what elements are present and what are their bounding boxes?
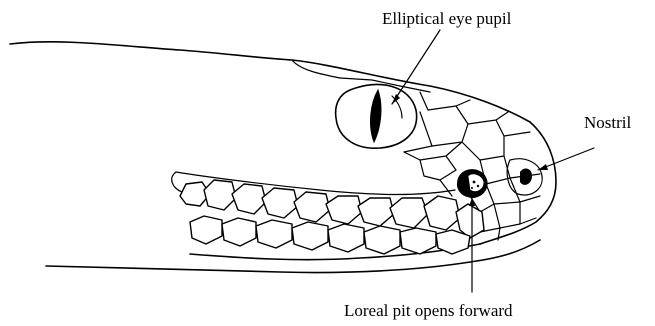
nostril bbox=[520, 169, 532, 185]
eye bbox=[336, 84, 417, 148]
eye-pupil bbox=[371, 90, 381, 142]
loreal-pit-label: Loreal pit opens forward bbox=[344, 301, 513, 320]
nostril-label: Nostril bbox=[584, 113, 632, 132]
eye-pupil-label: Elliptical eye pupil bbox=[382, 9, 512, 28]
loreal-pit bbox=[457, 169, 488, 198]
